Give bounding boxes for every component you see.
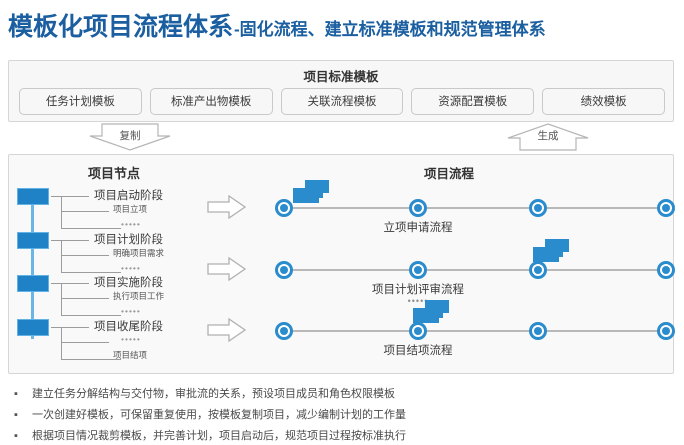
flow-ellipsis: ••••• [407, 296, 429, 306]
flow-row-closure: 项目结项流程 [261, 300, 684, 364]
flow-label-initiation: 立项申请流程 [383, 222, 453, 234]
flow-milestone-dot[interactable] [275, 261, 293, 279]
page-title-main: 模板化项目流程体系 [8, 13, 234, 41]
flow-row-initiation: 立项申请流程 [261, 180, 684, 241]
flow-milestone-dot[interactable] [409, 261, 427, 279]
flow-milestone-dot[interactable] [657, 322, 675, 340]
list-item: ▪ 建立任务分解结构与交付物，审批流的关系，预设项目成员和角色权限模板 [14, 386, 674, 402]
bullet-marker-icon: ▪ [14, 409, 18, 421]
tree-spine [31, 189, 34, 339]
node-title-execute: 项目实施阶段 [94, 277, 163, 289]
list-item: ▪ 一次创建好模板，可保留重复使用，按模板复制项目，减少编制计划的工作量 [14, 407, 674, 423]
flow-milestone-dot[interactable] [275, 322, 293, 340]
standard-template-heading: 项目标准模板 [303, 70, 379, 84]
flow-milestone-dot[interactable] [529, 261, 547, 279]
flow-milestone-dot[interactable] [275, 199, 293, 217]
leader-line [61, 283, 62, 316]
flow-timeline [275, 207, 667, 209]
template-button-task-plan[interactable]: 任务计划模板 [19, 87, 142, 115]
leader-line [61, 272, 121, 273]
leader-line [61, 196, 62, 229]
node-block-plan[interactable] [17, 232, 49, 249]
leader-line [61, 342, 109, 343]
leader-line [51, 240, 89, 241]
flow-milestone-dot[interactable] [409, 199, 427, 217]
flow-label-plan-review: 项目计划评审流程 [372, 284, 464, 296]
flow-cards-icon [533, 239, 569, 265]
flow-milestone-dot[interactable] [657, 261, 675, 279]
leader-line [61, 228, 121, 229]
node-title-startup: 项目启动阶段 [94, 190, 163, 202]
template-button-standard-deliverable[interactable]: 标准产出物模板 [149, 87, 273, 115]
flow-arrow-right-icon-3 [207, 318, 247, 342]
project-nodes-heading: 项目节点 [87, 166, 140, 181]
flow-milestone-dot[interactable] [529, 199, 547, 217]
leader-line [61, 327, 62, 360]
node-block-closure[interactable] [17, 319, 49, 336]
template-button-performance[interactable]: 绩效模板 [542, 87, 665, 115]
bullet-marker-icon: ▪ [14, 388, 18, 400]
copy-arrow-label: 复制 [119, 130, 141, 142]
node-title-plan: 项目计划阶段 [94, 234, 163, 246]
flow-arrow-right-icon-2 [207, 257, 247, 281]
copy-arrow-down-icon: 复制 [82, 122, 178, 152]
connector-arrow-zone: 复制 生成 [0, 122, 684, 154]
bullet-text: 建立任务分解结构与交付物，审批流的关系，预设项目成员和角色权限模板 [32, 388, 395, 400]
flow-arrow-right-icon-1 [207, 195, 247, 219]
template-button-resource-config[interactable]: 资源配置模板 [411, 87, 535, 115]
template-button-related-process[interactable]: 关联流程模板 [280, 87, 404, 115]
node-sub-startup: 项目立项 [113, 204, 148, 214]
node-ellipsis-plan: ••••• [121, 263, 141, 273]
bullet-text: 一次创建好模板，可保留重复使用，按模板复制项目，减少编制计划的工作量 [32, 409, 406, 421]
page-title-subtitle: -固化流程、建立标准模板和规范管理体系 [234, 20, 546, 39]
standard-template-panel: 项目标准模板 任务计划模板 标准产出物模板 关联流程模板 资源配置模板 绩效模板 [8, 60, 674, 122]
flow-label-closure: 项目结项流程 [383, 345, 453, 357]
project-node-tree: 项目启动阶段 项目立项 ••••• 项目计划阶段 明确项目需求 ••••• 项目… [9, 179, 204, 371]
flow-timeline [275, 269, 667, 271]
main-diagram-panel: 项目节点 项目流程 项目启动阶段 项目立项 ••••• 项目计划阶段 明确项目需… [8, 154, 675, 374]
project-flows-heading: 项目流程 [423, 167, 474, 181]
leader-line [51, 327, 89, 328]
flow-cards-icon [293, 180, 329, 206]
node-block-startup[interactable] [17, 188, 49, 205]
leader-line [61, 211, 109, 212]
leader-line [61, 298, 109, 299]
page-title: 模板化项目流程体系 -固化流程、建立标准模板和规范管理体系 [8, 10, 676, 48]
node-sub-plan: 明确项目需求 [113, 248, 165, 258]
node-block-execute[interactable] [17, 275, 49, 292]
generate-arrow-up-icon: 生成 [500, 122, 596, 152]
flow-milestone-dot[interactable] [529, 322, 547, 340]
node-ellipsis-execute: ••••• [121, 306, 141, 316]
leader-line [51, 283, 89, 284]
bullet-marker-icon: ▪ [14, 430, 18, 442]
flow-milestone-dot[interactable] [657, 199, 675, 217]
generate-arrow-label: 生成 [537, 130, 559, 142]
flow-cards-icon [413, 300, 449, 326]
summary-bullet-list: ▪ 建立任务分解结构与交付物，审批流的关系，预设项目成员和角色权限模板 ▪ 一次… [14, 386, 674, 442]
flow-milestone-dot[interactable] [409, 322, 427, 340]
flow-row-plan-review: 项目计划评审流程 ••••• [261, 239, 684, 306]
list-item: ▪ 根据项目情况裁剪模板，并完善计划，项目启动后，规范项目过程按标准执行 [14, 428, 674, 444]
leader-line [51, 196, 89, 197]
bullet-text: 根据项目情况裁剪模板，并完善计划，项目启动后，规范项目过程按标准执行 [32, 430, 406, 442]
node-ellipsis-closure: ••••• [121, 334, 141, 344]
node-sub-closure: 项目结项 [113, 350, 148, 360]
template-button-row: 任务计划模板 标准产出物模板 关联流程模板 资源配置模板 绩效模板 [15, 86, 669, 116]
node-title-closure: 项目收尾阶段 [94, 321, 163, 333]
node-sub-execute: 执行项目工作 [113, 291, 165, 301]
node-ellipsis-startup: ••••• [121, 219, 141, 229]
leader-line [61, 359, 121, 360]
flow-timeline [275, 330, 667, 332]
leader-line [61, 240, 62, 273]
leader-line [61, 315, 121, 316]
leader-line [61, 255, 109, 256]
